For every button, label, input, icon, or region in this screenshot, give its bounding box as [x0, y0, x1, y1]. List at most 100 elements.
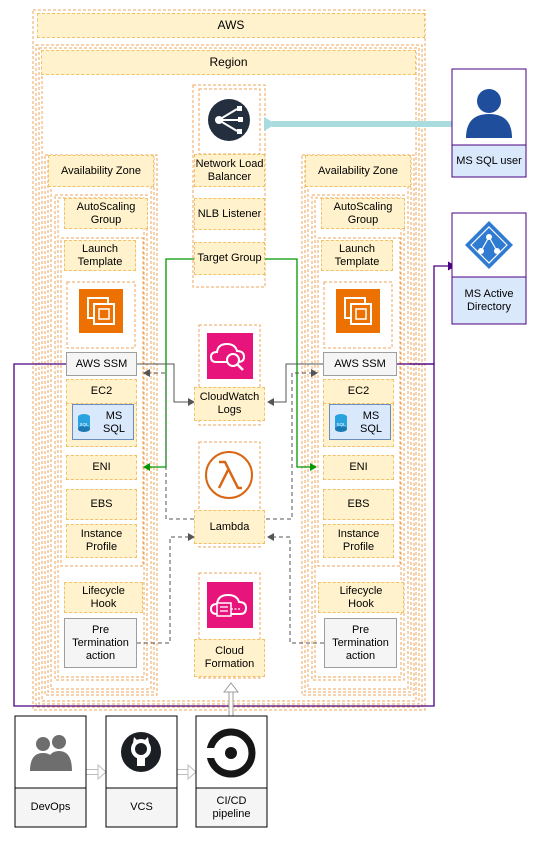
network-load-balancer-label: Network Load Balancer [194, 154, 265, 187]
database-icon-tag: SQL [336, 422, 346, 427]
ms-active-directory-label: MS Active Directory [452, 278, 526, 323]
circleci-icon [205, 728, 256, 778]
ms-sql-left-line-1: MS [105, 410, 123, 422]
cloudformation-label-line-2: Formation [204, 658, 255, 670]
ec2-instance-icon [336, 289, 380, 333]
database-icon: SQL [335, 414, 347, 432]
cicd-to-cloudformation-arrow [222, 682, 240, 716]
github-icon [121, 732, 161, 772]
ms-ad-line-2: Directory [466, 300, 511, 313]
ms-sql-user-box [451, 68, 527, 178]
lt-left-line-1: Launch [81, 242, 119, 255]
center-service-column [192, 84, 266, 288]
pta-right-line-1: Pre [351, 623, 370, 636]
database-icon-tag: SQL [79, 422, 89, 427]
cicd-line-1: CI/CD [216, 794, 247, 807]
lifecycle-hook-right-label: Lifecycle Hook [318, 582, 404, 613]
ec2-instance-icon [79, 289, 123, 333]
lh-right-line-2: Hook [348, 597, 374, 610]
launch-template-right-label: Launch Template [321, 240, 393, 271]
nlb-label-line-2: Balancer [207, 170, 252, 183]
cloudformation-icon [207, 582, 253, 628]
ms-sql-left-box: SQL MS SQL [72, 404, 134, 440]
ms-sql-user-label: MS SQL user [456, 154, 522, 167]
availability-zone-right-label: Availability Zone [305, 155, 411, 187]
ms-sql-left-line-2: SQL [102, 423, 125, 435]
cloudformation-label-line-1: Cloud [215, 645, 244, 657]
ms-ad-line-1: MS Active [464, 287, 514, 300]
pta-left-line-2: Termination [72, 636, 129, 649]
devops-label: DevOps [30, 801, 71, 813]
pta-right-line-2: Termination [332, 636, 389, 649]
pre-termination-action-right-label: Pre Termination action [324, 618, 397, 668]
ip-right-line-2: Profile [342, 541, 375, 553]
target-group-label: Target Group [194, 242, 265, 275]
lh-left-line-1: Lifecycle [82, 584, 125, 597]
lt-right-line-2: Template [334, 255, 380, 268]
ms-sql-right-box: SQL MS SQL [329, 404, 391, 440]
devops-team-icon [30, 735, 72, 771]
target-group-connections [143, 258, 317, 471]
eni-right-label: ENI [323, 455, 394, 480]
ssm-to-cloudwatch-connections [137, 363, 323, 406]
lh-left-line-2: Hook [90, 597, 117, 610]
aws-ssm-left-label: AWS SSM [66, 352, 137, 376]
lambda-icon [205, 451, 253, 499]
pta-left-line-3: action [85, 649, 116, 662]
cloudformation-label: Cloud Formation [194, 639, 265, 677]
lt-left-line-2: Template [77, 255, 123, 268]
lh-right-line-1: Lifecycle [339, 584, 383, 597]
aws-ssm-right-label: AWS SSM [323, 352, 397, 376]
ec2-left-label: EC2 [66, 379, 137, 404]
lambda-label: Lambda [194, 510, 265, 544]
pipeline-arrows [86, 763, 197, 781]
user-icon [466, 89, 512, 138]
pta-left-line-1: Pre [91, 623, 110, 636]
lifecycle-hook-left-label: Lifecycle Hook [64, 582, 143, 613]
cloudwatch-logs-icon [207, 333, 253, 379]
cicd-pipeline-label: CI/CD pipeline [196, 789, 267, 826]
autoscaling-group-left-label: AutoScaling Group [64, 198, 148, 229]
cloudwatch-logs-label: CloudWatch Logs [194, 387, 265, 421]
pre-termination-action-left-label: Pre Termination action [64, 618, 137, 668]
ip-left-line-1: Instance [80, 528, 123, 540]
asg-right-line-2: Group [347, 213, 379, 226]
region-label: Region [41, 50, 416, 75]
autoscaling-group-right-label: AutoScaling Group [321, 198, 405, 229]
ip-left-line-2: Profile [85, 541, 118, 553]
vcs-label: VCS [130, 801, 153, 813]
launch-template-right-container [317, 237, 401, 567]
pta-right-line-3: action [345, 649, 376, 662]
eni-left-label: ENI [66, 455, 137, 480]
lt-right-line-1: Launch [338, 242, 376, 255]
ms-sql-left-label: MS SQL [95, 407, 133, 439]
ms-sql-right-line-2: SQL [359, 423, 382, 435]
launch-template-left-label: Launch Template [64, 240, 136, 271]
nlb-label-line-1: Network Load [195, 157, 264, 170]
availability-zone-left-label: Availability Zone [48, 155, 154, 187]
cicd-line-2: pipeline [212, 807, 251, 820]
nlb-listener-label: NLB Listener [194, 198, 265, 230]
devops-box [14, 715, 87, 828]
ebs-right-label: EBS [323, 489, 394, 520]
ec2-right-label: EC2 [323, 379, 394, 404]
launch-template-left-container [60, 237, 144, 567]
ms-sql-right-line-1: MS [362, 410, 380, 422]
ebs-left-label: EBS [66, 489, 137, 520]
aws-label: AWS [37, 13, 425, 38]
cloudwatch-label-line-2: Logs [217, 404, 242, 416]
asg-left-line-1: AutoScaling [76, 200, 136, 213]
asg-right-line-1: AutoScaling [333, 200, 393, 213]
database-icon: SQL [78, 414, 90, 432]
ms-sql-right-label: MS SQL [352, 407, 390, 439]
network-load-balancer-icon [205, 96, 253, 148]
lambda-connections [137, 369, 324, 644]
ip-right-line-1: Instance [337, 528, 380, 540]
cloudwatch-label-line-1: CloudWatch [199, 391, 260, 403]
instance-profile-left-label: Instance Profile [66, 524, 137, 558]
instance-profile-right-label: Instance Profile [323, 524, 394, 558]
active-directory-icon [465, 221, 513, 269]
asg-left-line-2: Group [90, 213, 122, 226]
